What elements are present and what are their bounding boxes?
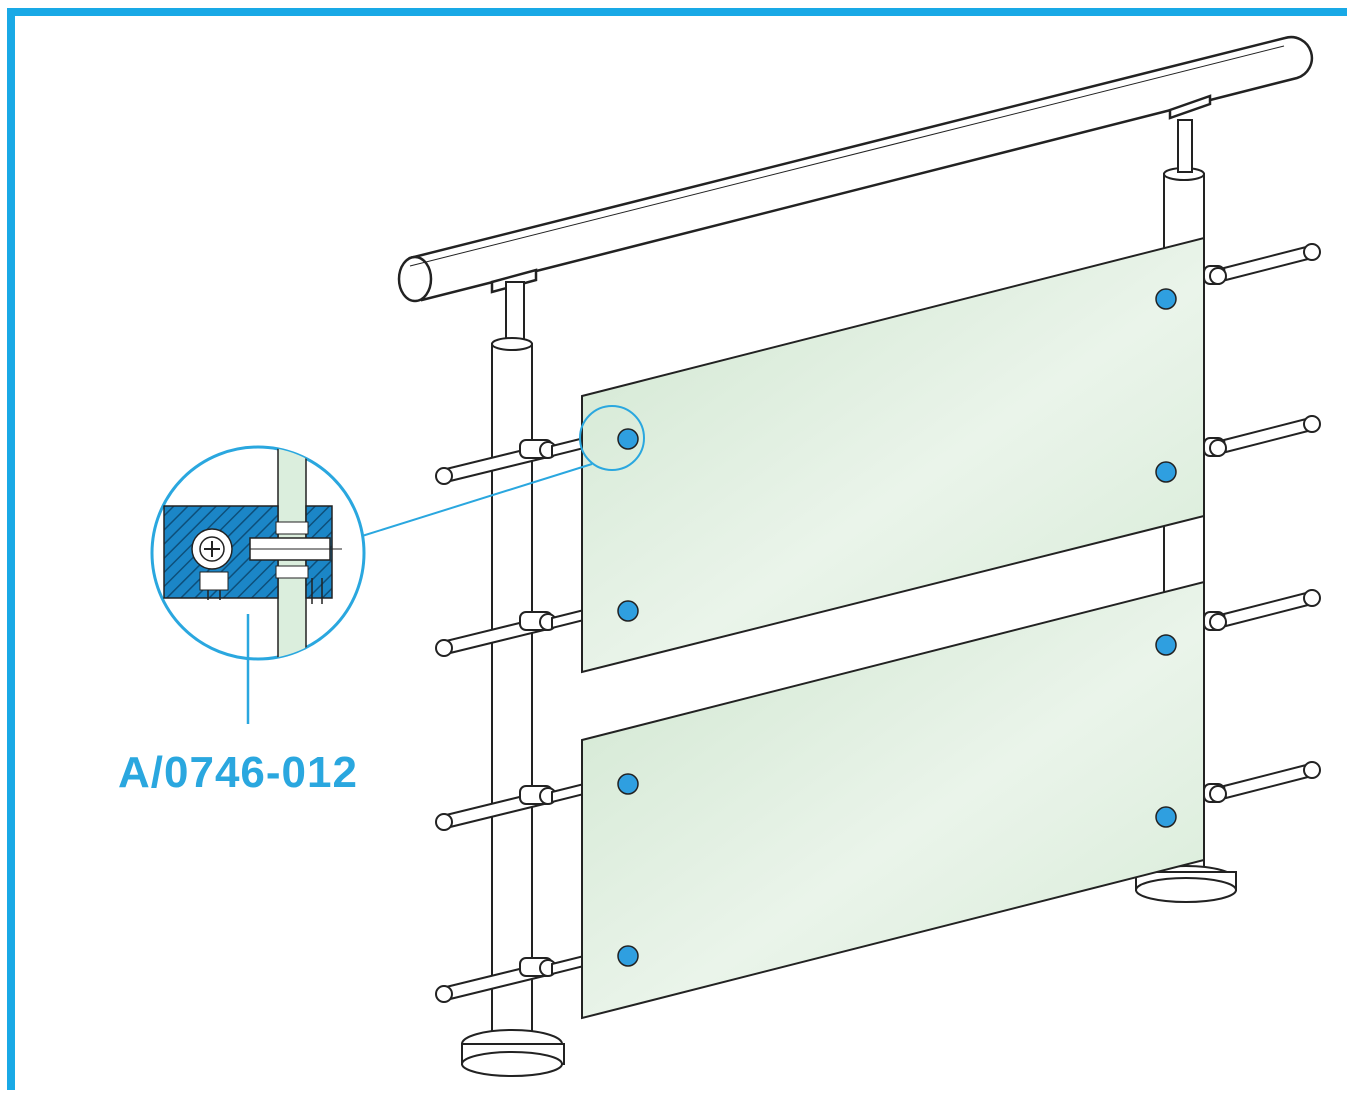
part-number-label: A/0746-012 xyxy=(118,748,358,797)
left-post xyxy=(461,281,565,1077)
detail-magnifier-icon xyxy=(150,445,366,724)
glass-fixing-points xyxy=(617,288,1177,967)
diagram-frame xyxy=(7,8,1347,1095)
handrail xyxy=(397,35,1314,303)
glass-panel-lower xyxy=(581,580,1205,1020)
glass-panel-upper xyxy=(581,236,1205,674)
screw-head-icon xyxy=(191,528,233,570)
right-standoff-rods xyxy=(1203,243,1321,803)
left-standoff-rods xyxy=(435,436,585,1003)
detail-callout xyxy=(361,405,645,537)
